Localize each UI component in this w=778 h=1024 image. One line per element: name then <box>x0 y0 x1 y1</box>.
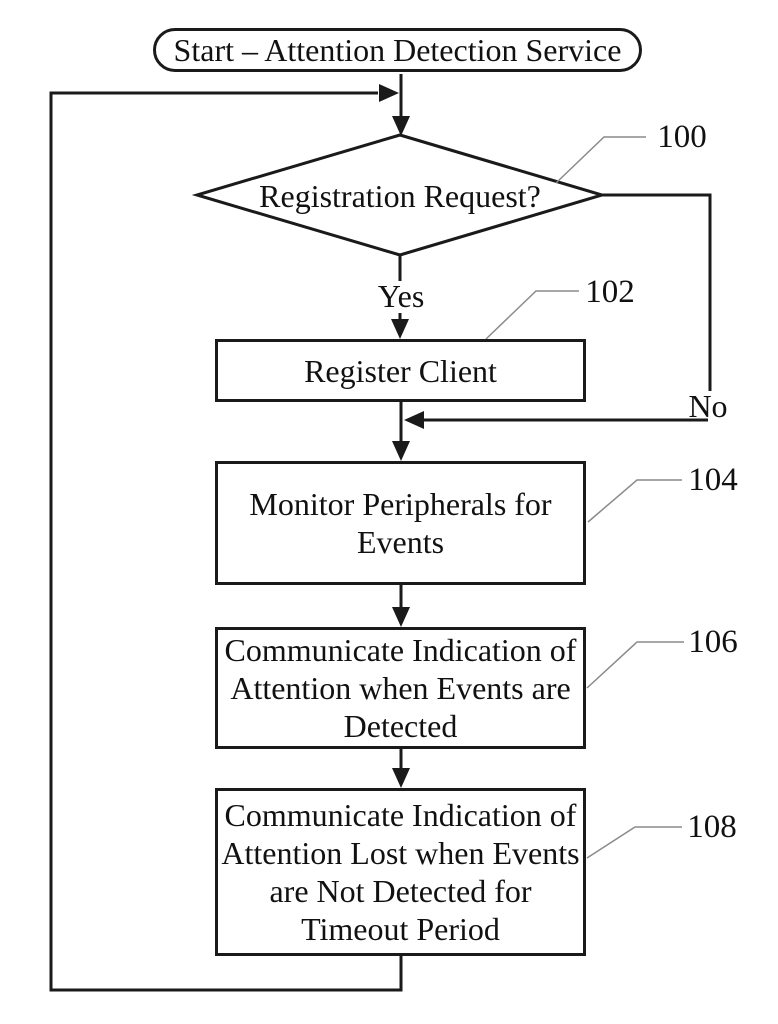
decision-label: Registration Request? <box>259 178 541 214</box>
flow-line-loop-back <box>49 91 403 992</box>
process-label: Monitor Peripherals for Events <box>249 486 552 560</box>
ref-label-108: 108 <box>687 809 737 845</box>
arrowhead-into-monitor <box>392 441 410 461</box>
arrowhead-loop-merge <box>379 84 399 102</box>
arrowhead-into-communicate <box>392 607 410 627</box>
leader-line-102 <box>485 290 579 340</box>
process-label: Register Client <box>304 352 497 389</box>
branch-label-no: No <box>688 388 728 424</box>
leader-line-100 <box>555 136 646 184</box>
ref-label-106: 106 <box>688 624 738 660</box>
ref-label-104: 104 <box>688 462 738 498</box>
start-terminal: Start – Attention Detection Service <box>153 28 642 72</box>
process-label: Communicate Indication of Attention Lost… <box>221 797 580 947</box>
process-label: Communicate Indication of Attention when… <box>224 632 577 744</box>
flow-line-no-branch-upper <box>602 193 712 391</box>
arrowhead-no-merge <box>404 411 424 429</box>
process-communicate-attention: Communicate Indication of Attention when… <box>215 627 586 749</box>
leader-line-104 <box>587 479 682 523</box>
process-communicate-attention-lost: Communicate Indication of Attention Lost… <box>215 788 586 956</box>
process-monitor-peripherals: Monitor Peripherals for Events <box>215 461 586 585</box>
ref-label-102: 102 <box>585 274 635 310</box>
decision-registration-request: Registration Request? <box>239 176 561 216</box>
arrowhead-into-attention-lost <box>392 768 410 788</box>
ref-label-100: 100 <box>657 119 707 155</box>
arrowhead-into-register-client <box>391 319 409 339</box>
leader-line-108 <box>586 826 682 859</box>
leader-line-106 <box>586 641 684 689</box>
process-register-client: Register Client <box>215 339 586 402</box>
start-terminal-label: Start – Attention Detection Service <box>173 32 622 68</box>
branch-label-yes: Yes <box>377 278 425 314</box>
arrowhead-into-decision <box>392 116 410 136</box>
